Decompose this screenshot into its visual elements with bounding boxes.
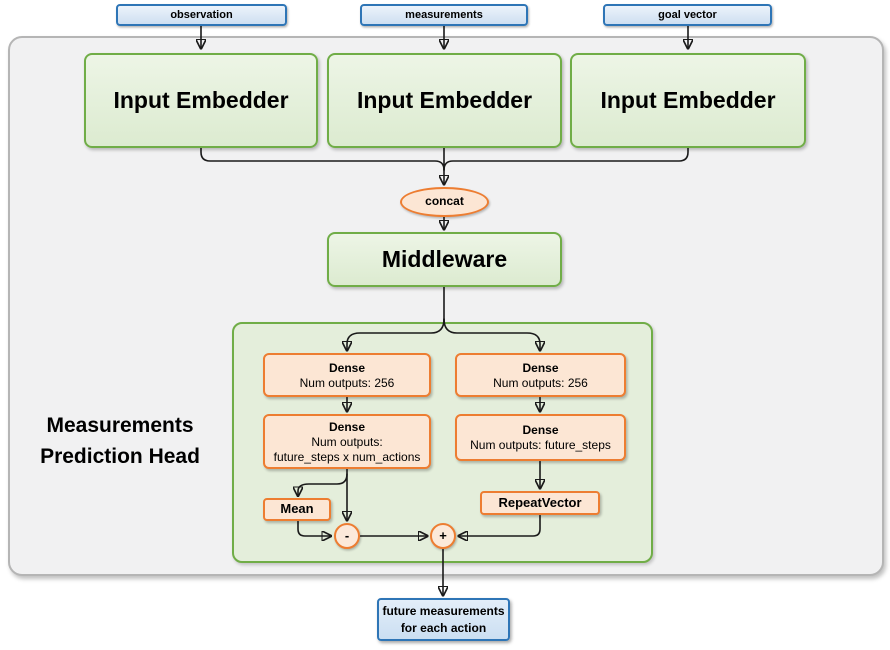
dense-left-2: Dense Num outputs: future_steps x num_ac… bbox=[263, 414, 431, 469]
input-box-measurements: measurements bbox=[360, 4, 528, 26]
dense-right-1-subtitle: Num outputs: 256 bbox=[493, 375, 588, 390]
dense-right-2: Dense Num outputs: future_steps bbox=[455, 414, 626, 461]
plus-operator: + bbox=[430, 523, 456, 549]
dense-right-1-title: Dense bbox=[522, 360, 559, 375]
input-box-goal-vector: goal vector bbox=[603, 4, 772, 26]
dense-left-2-subtitle: Num outputs: future_steps x num_actions bbox=[273, 434, 421, 464]
minus-operator: - bbox=[334, 523, 360, 549]
mean-box: Mean bbox=[263, 498, 331, 521]
output-box: future measurements for each action bbox=[377, 598, 510, 641]
dense-left-1-title: Dense bbox=[328, 360, 366, 375]
dense-right-1: Dense Num outputs: 256 bbox=[455, 353, 626, 397]
dense-right-2-subtitle: Num outputs: future_steps bbox=[470, 438, 611, 452]
dense-left-1: Dense Num outputs: 256 bbox=[263, 353, 431, 397]
input-embedder-3: Input Embedder bbox=[570, 53, 806, 148]
middleware-box: Middleware bbox=[327, 232, 562, 287]
dense-left-2-title: Dense bbox=[328, 419, 366, 434]
dense-left-1-subtitle: Num outputs: 256 bbox=[299, 375, 395, 390]
dense-right-2-title: Dense bbox=[522, 423, 559, 437]
input-embedder-1: Input Embedder bbox=[84, 53, 318, 148]
concat-node: concat bbox=[400, 187, 489, 217]
input-box-observation: observation bbox=[116, 4, 287, 26]
repeat-vector-box: RepeatVector bbox=[480, 491, 600, 515]
input-embedder-2: Input Embedder bbox=[327, 53, 562, 148]
prediction-head-title: Measurements Prediction Head bbox=[40, 414, 200, 468]
